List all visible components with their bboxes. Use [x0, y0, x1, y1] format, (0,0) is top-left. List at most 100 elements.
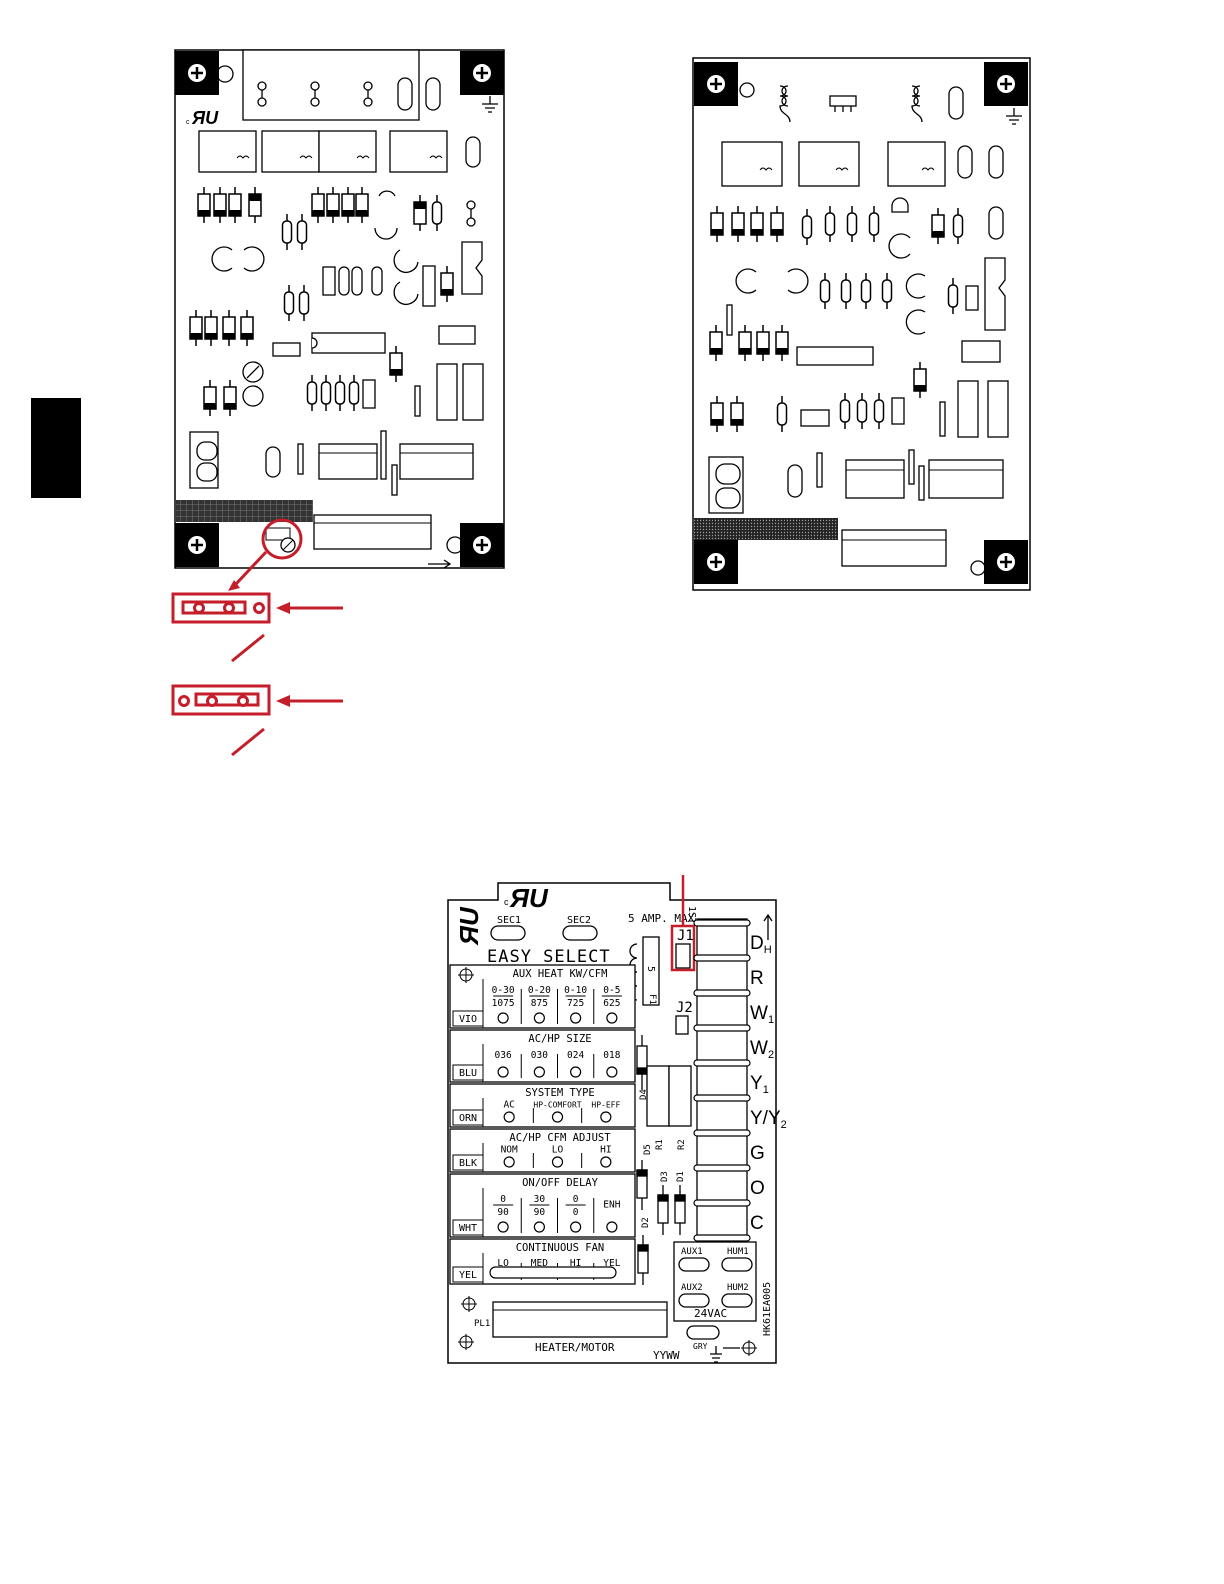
option-label: HP-COMFORT: [533, 1101, 581, 1110]
part-number: HK61EA005: [762, 1282, 773, 1336]
sec1-label: SEC1: [497, 915, 521, 926]
option-label: HP-EFF: [591, 1101, 620, 1110]
mounting-hole-icon: [458, 521, 506, 569]
selector-pin[interactable]: [503, 1156, 515, 1168]
wire-color-label: VIO: [459, 1014, 477, 1025]
aux1-label: AUX1: [681, 1247, 703, 1257]
wire-color-label: WHT: [459, 1223, 477, 1234]
selector-pin[interactable]: [497, 1066, 509, 1078]
ground-icon: [1006, 108, 1022, 125]
wire-color-label: ORN: [459, 1113, 477, 1124]
option-label: 30: [534, 1194, 546, 1205]
section-title: AC/HP SIZE: [528, 1033, 591, 1045]
selector-pin[interactable]: [533, 1221, 545, 1233]
option-label: 0-20: [528, 985, 551, 996]
sec2-label: SEC2: [567, 915, 591, 926]
j1-label: J1: [677, 928, 694, 944]
selector-pin[interactable]: [606, 1012, 618, 1024]
selector-pin[interactable]: [551, 1111, 564, 1123]
svg-text:D1: D1: [676, 1171, 686, 1182]
selector-pin[interactable]: [570, 1066, 582, 1078]
pl1-label: PL1: [474, 1319, 490, 1329]
selector-pin[interactable]: [600, 1156, 612, 1168]
selector-pin[interactable]: [551, 1156, 564, 1168]
selector-pin[interactable]: [503, 1111, 515, 1123]
selector-pin[interactable]: [497, 1012, 509, 1024]
option-label: 030: [531, 1050, 548, 1061]
option-label: YEL: [603, 1258, 620, 1269]
arrow-up-icon: [763, 913, 773, 940]
wire-color-label: BLK: [459, 1158, 477, 1169]
fan-connector[interactable]: [489, 1266, 617, 1279]
mounting-hole-icon: [982, 60, 1030, 108]
option-sublabel: 0: [573, 1207, 579, 1218]
section-1: AUX HEAT KW/CFMVIO0-3010750-208750-10725…: [449, 964, 636, 1029]
option-label: 0: [573, 1194, 579, 1205]
mounting-hole-icon: [458, 49, 506, 97]
svg-text:F1: F1: [647, 994, 657, 1005]
svg-text:1ST: 1ST: [686, 906, 697, 924]
svg-text:D3: D3: [660, 1171, 670, 1182]
section-title: ON/OFF DELAY: [522, 1177, 599, 1189]
svg-text:GRY: GRY: [693, 1342, 708, 1351]
svg-text:D5: D5: [643, 1144, 653, 1155]
svg-text:5: 5: [645, 966, 656, 972]
easy-select-title: EASY SELECT: [487, 947, 611, 967]
date-code: YYWW: [653, 1349, 680, 1362]
selector-pin[interactable]: [533, 1066, 545, 1078]
option-label: 018: [603, 1050, 620, 1061]
svg-text:ЯU: ЯU: [191, 108, 219, 128]
terminal-label: G: [750, 1143, 765, 1164]
option-sublabel: 90: [534, 1207, 546, 1218]
option-label: LO: [552, 1145, 564, 1156]
ground-icon: [482, 96, 498, 113]
terminal-label: Y/Y2: [750, 1108, 787, 1131]
hum2-label: HUM2: [727, 1283, 749, 1293]
section-title: AUX HEAT KW/CFM: [513, 968, 608, 980]
option-label: HI: [600, 1145, 611, 1156]
mounting-hole-icon: [173, 521, 221, 569]
mounting-hole-icon: [692, 60, 740, 108]
svg-text:R2: R2: [677, 1139, 687, 1150]
option-sublabel: 725: [567, 998, 584, 1009]
wire-color-label: BLU: [459, 1068, 477, 1079]
option-label: AC: [503, 1100, 514, 1111]
option-label: 036: [495, 1050, 512, 1061]
svg-text:c: c: [186, 119, 190, 126]
ul-logo: ЯU: [509, 883, 549, 913]
selector-pin[interactable]: [497, 1221, 509, 1233]
selector-sections: AUX HEAT KW/CFMVIO0-3010750-208750-10725…: [449, 964, 636, 1285]
section-3: SYSTEM TYPE ORN AC HP-COMFORT HP-EFF: [449, 1083, 636, 1128]
hum1-label: HUM1: [727, 1247, 749, 1257]
option-label: ENH: [603, 1200, 620, 1211]
board-top-right: [692, 57, 1031, 591]
option-label: 0: [500, 1194, 506, 1205]
selector-pin[interactable]: [570, 1221, 582, 1233]
svg-text:c: c: [504, 897, 509, 907]
ground-icon: [710, 1346, 740, 1363]
option-label: 0-5: [603, 985, 620, 996]
option-sublabel: 625: [603, 998, 620, 1009]
option-label: MED: [531, 1258, 548, 1269]
wire-color-label: YEL: [459, 1270, 477, 1281]
option-label: HI: [570, 1258, 581, 1269]
board-top-left: c ЯU: [173, 49, 506, 569]
selector-pin[interactable]: [600, 1111, 612, 1123]
mounting-hole-icon: [173, 49, 221, 97]
selector-pin[interactable]: [533, 1012, 545, 1024]
option-label: NOM: [501, 1145, 518, 1156]
svg-text:ЯU: ЯU: [454, 906, 484, 946]
selector-pin[interactable]: [570, 1012, 582, 1024]
option-sublabel: 875: [531, 998, 548, 1009]
j2-label: J2: [676, 1000, 693, 1016]
option-label: 0-10: [564, 985, 587, 996]
selector-pin[interactable]: [606, 1066, 618, 1078]
selector-pin[interactable]: [606, 1221, 618, 1233]
option-sublabel: 1075: [492, 998, 515, 1009]
section-title: SYSTEM TYPE: [525, 1087, 595, 1099]
